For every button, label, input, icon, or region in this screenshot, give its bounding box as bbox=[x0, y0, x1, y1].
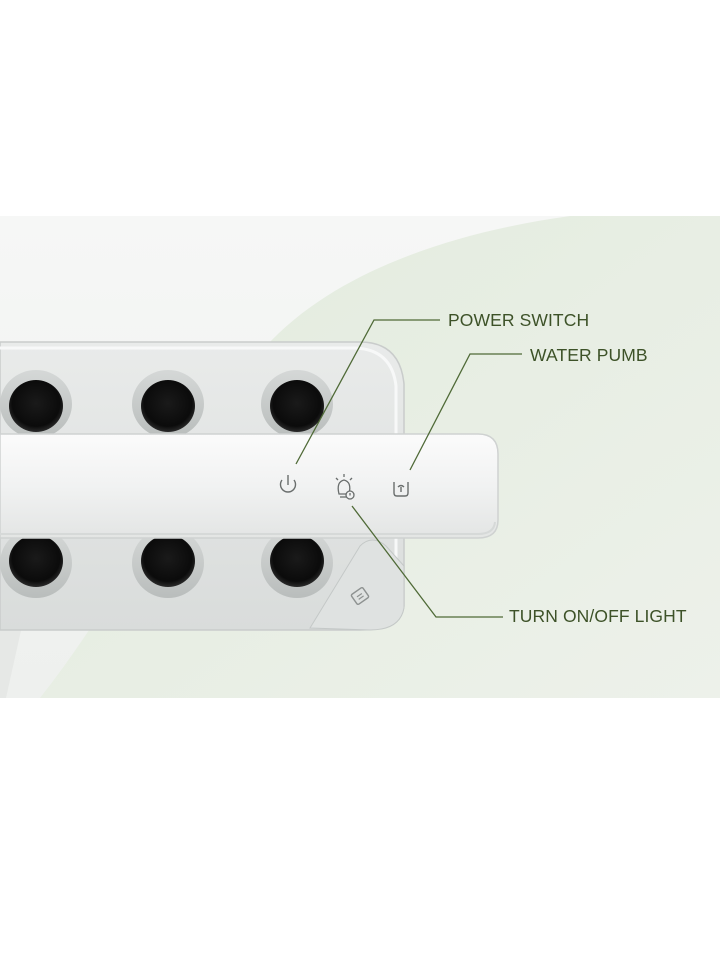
light-leader bbox=[351, 505, 503, 618]
stand-shadow bbox=[0, 626, 22, 698]
light-bar bbox=[0, 433, 499, 539]
pod-hole bbox=[0, 370, 72, 438]
leader-lines bbox=[295, 319, 522, 618]
lightbulb-timer-icon bbox=[335, 474, 355, 500]
water-level-icon bbox=[350, 586, 370, 606]
corner-cap bbox=[309, 539, 405, 631]
pod-hole bbox=[261, 528, 333, 598]
water-pump-label: WATER PUMB bbox=[530, 345, 648, 365]
pod-hole bbox=[132, 528, 204, 598]
pod-hole bbox=[261, 370, 333, 438]
pod-hole bbox=[132, 370, 204, 438]
pod-holes-top bbox=[0, 370, 333, 438]
product-photo bbox=[0, 216, 720, 698]
pod-hole bbox=[0, 528, 72, 598]
pump-leader bbox=[409, 353, 522, 471]
device-illustration bbox=[0, 216, 720, 698]
pod-holes-bottom bbox=[0, 528, 333, 598]
light-toggle-label: TURN ON/OFF LIGHT bbox=[509, 606, 687, 626]
power-icon bbox=[279, 475, 297, 493]
water-pump-icon bbox=[393, 482, 409, 497]
power-leader bbox=[295, 319, 440, 465]
power-switch-label: POWER SWITCH bbox=[448, 310, 590, 330]
